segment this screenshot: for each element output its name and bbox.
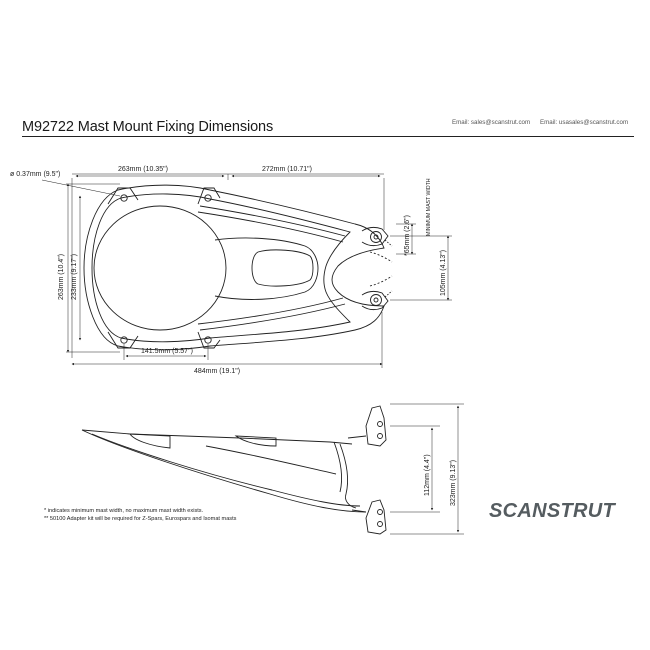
side-dimension-labels: 112mm (4.4") 323mm (9.13"): [424, 454, 457, 506]
dim-side-outer: 323mm (9.13"): [450, 460, 457, 506]
dim-bottom-holes: 141.5mm (5.57"): [141, 348, 193, 355]
dim-min-mast-label: MINIMUM MAST WIDTH: [426, 178, 432, 236]
dim-overall-length: 484mm (19.1"): [194, 368, 240, 375]
side-view: [81, 405, 387, 535]
title-rule: [22, 136, 634, 137]
dim-side-inner: 112mm (4.4"): [424, 454, 431, 496]
plan-dimension-labels: 263mm (10.35") 272mm (10.71") ø 0.37mm (…: [10, 166, 447, 375]
side-dimensions: [390, 403, 464, 535]
dim-min-mast: *65mm (2.6"): [404, 215, 411, 256]
sales-email: Email: sales@scanstrut.com: [452, 119, 531, 126]
dim-mast-spacing: 105mm (4.13"): [440, 250, 447, 296]
brand-logo: SCANSTRUT: [489, 500, 616, 522]
plan-view: [83, 184, 393, 351]
page-title: M92722 Mast Mount Fixing Dimensions: [22, 119, 274, 135]
plan-dimensions: [41, 173, 452, 368]
dim-hole: ø 0.37mm (9.5"): [10, 171, 60, 178]
dim-top-left: 263mm (10.35"): [118, 166, 168, 173]
dim-height-inner: 233mm (9.17"): [71, 254, 78, 300]
footnotes: * indicates minimum mast width, no maxim…: [44, 507, 236, 523]
dim-height-outer: 263mm (10.4"): [58, 254, 65, 300]
usa-sales-email: Email: usasales@scanstrut.com: [540, 119, 629, 126]
footnote-2: ** 50100 Adapter kit will be required fo…: [44, 516, 237, 522]
dim-top-right: 272mm (10.71"): [262, 166, 312, 173]
mast-clamp-top: [361, 226, 393, 247]
mast-clamp-bottom: [361, 290, 393, 311]
footnote-1: * indicates minimum mast width, no maxim…: [44, 508, 204, 514]
